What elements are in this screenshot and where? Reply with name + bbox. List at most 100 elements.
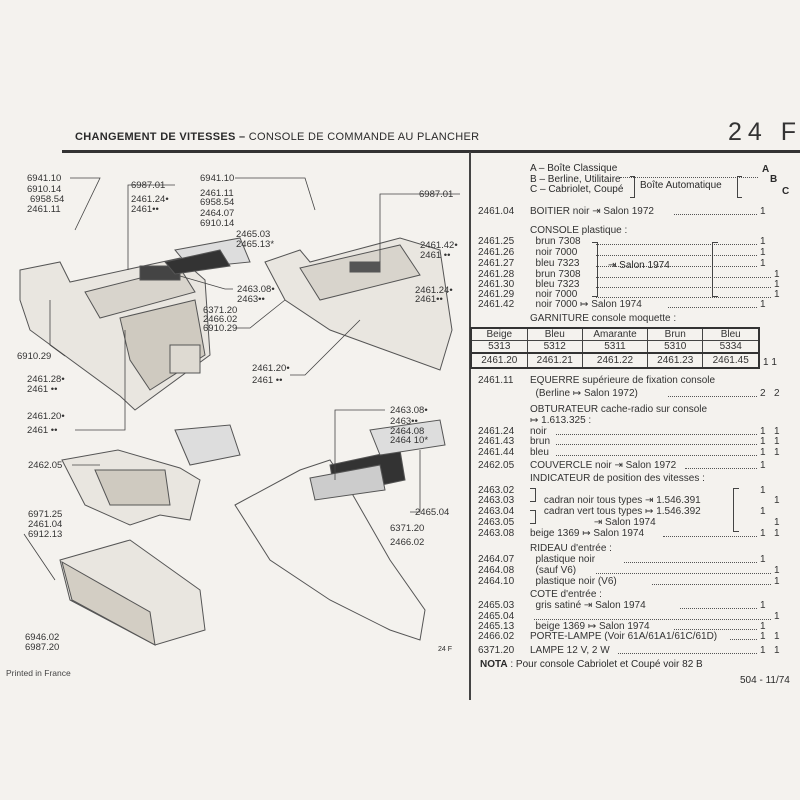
part-callout: 2461•• bbox=[131, 204, 159, 215]
part-desc: cadran vert tous types ↦ 1.546.392 bbox=[530, 506, 701, 517]
garniture-code: 5313 bbox=[470, 340, 528, 354]
part-row: 2463.05 ⇥ Salon 1974 1 bbox=[478, 517, 793, 528]
part-callout: 6958.54 bbox=[30, 194, 65, 205]
part-ref: 2463.04 bbox=[478, 506, 515, 517]
leader-dots bbox=[685, 460, 757, 469]
part-callout: 2466.02 bbox=[390, 537, 425, 548]
part-ref: 2461.25 bbox=[478, 236, 515, 247]
nota: NOTA : Pour console Cabriolet et Coupé v… bbox=[480, 659, 703, 670]
legend-a-code: A bbox=[762, 164, 770, 175]
part-ref: 2461.29 bbox=[478, 289, 515, 300]
leader-dots bbox=[595, 236, 757, 245]
part-callout: 6371.20 bbox=[390, 523, 425, 534]
part-callout: 6971.25 bbox=[28, 509, 63, 520]
part-desc: beige 1369 ↦ Salon 1974 bbox=[530, 621, 650, 632]
leader-dots bbox=[595, 269, 771, 278]
part-desc: bleu 7323 bbox=[530, 258, 580, 269]
part-callout: 2461 •• bbox=[420, 250, 451, 261]
part-callout: 2462.05 bbox=[28, 460, 63, 471]
part-desc: beige 1369 ↦ Salon 1974 bbox=[530, 528, 645, 539]
nota-label: NOTA bbox=[480, 659, 508, 670]
section-heading: INDICATEUR de position des vitesses : bbox=[530, 473, 705, 484]
garniture-ref: 2461.45 bbox=[702, 352, 760, 369]
part-q2: 1 bbox=[774, 576, 780, 587]
part-callout: 6910.14 bbox=[27, 184, 62, 195]
garniture-code: 5312 bbox=[526, 340, 583, 354]
part-callout: 2461 •• bbox=[27, 384, 58, 395]
part-desc: LAMPE 12 V, 2 W bbox=[530, 645, 610, 656]
part-q1: 1 bbox=[760, 447, 766, 458]
leader-dots bbox=[668, 388, 757, 397]
part-q2: 1 bbox=[774, 426, 780, 437]
page-reference: 504 - 11/74 bbox=[740, 675, 790, 686]
garniture-code: 5311 bbox=[581, 340, 649, 354]
part-desc: plastique noir bbox=[530, 554, 596, 565]
legend-auto: Boîte Automatique bbox=[640, 180, 722, 191]
garniture-code: 5334 bbox=[702, 340, 760, 354]
bracket bbox=[592, 242, 598, 297]
section-heading: OBTURATEUR cache-radio sur console bbox=[530, 404, 708, 415]
part-row: 2464.10 plastique noir (V6)1 bbox=[478, 576, 793, 587]
part-q2: 1 bbox=[774, 565, 780, 576]
part-desc: cadran noir tous types ⇥ 1.546.391 bbox=[530, 495, 701, 506]
part-q2: 2 bbox=[774, 388, 780, 399]
part-callout: 2461.20• bbox=[252, 363, 290, 374]
figure-id: 24 F bbox=[438, 646, 453, 653]
leader-dots bbox=[595, 258, 757, 267]
part-row: 2463.04 cadran vert tous types ↦ 1.546.3… bbox=[478, 506, 793, 517]
leader-dots bbox=[730, 631, 757, 640]
section-heading: COTE d'entrée : bbox=[530, 589, 602, 600]
part-desc: COUVERCLE noir ⇥ Salon 1972 bbox=[530, 460, 677, 471]
garniture-ref: 2461.20 bbox=[470, 352, 528, 369]
garniture-color: Brun bbox=[647, 327, 704, 341]
part-callout: 2465.03 bbox=[236, 229, 271, 240]
part-callout: 6910.14 bbox=[200, 218, 235, 229]
section-heading: RIDEAU d'entrée : bbox=[530, 543, 612, 554]
type-legend: A – Boîte Classique B – Berline, Utilita… bbox=[530, 163, 623, 196]
part-callout: 6941.10 bbox=[200, 173, 235, 184]
garniture-ref: 2461.21 bbox=[526, 352, 583, 369]
garniture-color: Bleu bbox=[702, 327, 760, 341]
leader-dots bbox=[679, 600, 757, 609]
part-q2: 1 bbox=[774, 528, 780, 539]
part-ref: 2465.13 bbox=[478, 621, 515, 632]
part-ref: 2463.03 bbox=[478, 495, 515, 506]
part-q2: 1 bbox=[774, 447, 780, 458]
leader-dots bbox=[595, 565, 771, 574]
part-desc: gris satiné ⇥ Salon 1974 bbox=[530, 600, 646, 611]
part-row: 2464.08 (sauf V6)1 bbox=[478, 565, 793, 576]
part-callout: 2463•• bbox=[237, 294, 265, 305]
part-ref: 2461.44 bbox=[478, 447, 515, 458]
part-q1: 1 bbox=[760, 460, 766, 471]
part-desc: noir 7000 bbox=[530, 289, 578, 300]
part-desc: ⇥ Salon 1974 bbox=[530, 517, 656, 528]
part-q2: 1 bbox=[774, 517, 780, 528]
part-q2: 1 bbox=[774, 611, 780, 622]
part-q1: 1 bbox=[760, 258, 766, 269]
header-rule bbox=[62, 150, 800, 153]
part-row: 2463.03 cadran noir tous types ⇥ 1.546.3… bbox=[478, 495, 793, 506]
part-callout: 6958.54 bbox=[200, 197, 235, 208]
part-callout: 2466.02 bbox=[203, 314, 238, 325]
column-divider bbox=[469, 152, 471, 700]
leader-dots bbox=[595, 247, 757, 256]
part-ref: 2463.05 bbox=[478, 517, 515, 528]
part-desc: (sauf V6) bbox=[530, 565, 577, 576]
part-q2: 1 bbox=[774, 645, 780, 656]
section-heading: CONSOLE plastique : bbox=[530, 225, 628, 236]
part-desc: PORTE-LAMPE (Voir 61A/61A1/61C/61D) bbox=[530, 631, 718, 642]
part-q2: 1 bbox=[774, 436, 780, 447]
title-main: CHANGEMENT DE VITESSES – bbox=[75, 131, 246, 143]
